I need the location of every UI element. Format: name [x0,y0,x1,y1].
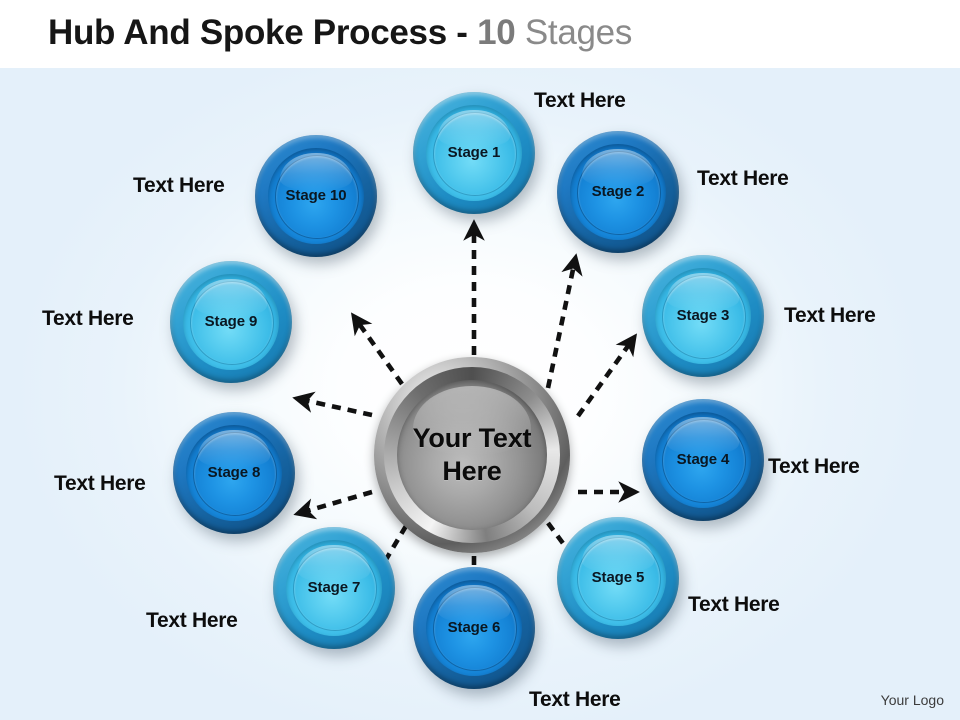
stage-node-gloss [438,109,510,149]
stage-node-label: Stage 6 [447,619,501,637]
callout-label-4: Text Here [768,455,860,478]
stage-node-8[interactable]: Stage 8 [173,412,295,534]
stage-node-gloss [298,544,370,584]
stage-node-label: Stage 10 [285,187,347,205]
stage-node-face: Stage 8 [185,424,283,522]
callout-label-5: Text Here [688,593,780,616]
stage-node-3[interactable]: Stage 3 [642,255,764,377]
hub-label-line-2: Here [442,455,502,486]
stage-node-label: Stage 2 [591,183,645,201]
callout-label-1: Text Here [534,89,626,112]
stage-node-label: Stage 8 [207,464,261,482]
callout-label-9: Text Here [42,307,134,330]
stage-node-face: Stage 5 [569,529,667,627]
callout-label-3: Text Here [784,304,876,327]
stage-node-1[interactable]: Stage 1 [413,92,535,214]
stage-node-label: Stage 3 [676,307,730,325]
arrow-to-stage-2 [545,253,583,389]
stage-node-gloss [667,416,739,456]
stage-node-gloss [438,584,510,624]
title-stage-count: 10 [477,13,516,52]
stage-node-face: Stage 6 [425,579,523,677]
stage-node-7[interactable]: Stage 7 [273,527,395,649]
stage-node-face: Stage 10 [267,147,365,245]
stage-node-gloss [582,534,654,574]
stage-node-face: Stage 3 [654,267,752,365]
stage-node-face: Stage 9 [182,273,280,371]
stage-node-label: Stage 9 [204,313,258,331]
slide-header: Hub And Spoke Process - 10 Stages [0,0,960,68]
stage-node-2[interactable]: Stage 2 [557,131,679,253]
stage-node-face: Stage 2 [569,143,667,241]
stage-node-gloss [582,148,654,188]
diagram-area: Stage 1 Stage 2 Stage 3 Stage 4 Stage 5 Stage… [0,68,960,720]
stage-node-face: Stage 7 [285,539,383,637]
stage-node-label: Stage 4 [676,451,730,469]
stage-node-label: Stage 5 [591,569,645,587]
title-suffix-text: Stages [515,13,633,52]
arrow-to-stage-9 [292,391,373,418]
stage-node-6[interactable]: Stage 6 [413,567,535,689]
stage-node-4[interactable]: Stage 4 [642,399,764,521]
hub-label-line-1: Your Text [412,422,532,453]
callout-label-2: Text Here [697,167,789,190]
arrow-to-stage-10 [350,312,404,386]
stage-node-face: Stage 4 [654,411,752,509]
stage-node-label: Stage 1 [447,144,501,162]
stage-node-gloss [195,278,267,318]
arrow-to-stage-8 [293,489,373,520]
callout-label-6: Text Here [529,688,621,711]
stage-node-9[interactable]: Stage 9 [170,261,292,383]
callout-label-7: Text Here [146,609,238,632]
title-main-text: Hub And Spoke Process - [48,13,478,52]
stage-node-gloss [667,272,739,312]
callout-label-10: Text Here [133,174,225,197]
stage-node-gloss [280,152,352,192]
stage-node-gloss [198,429,270,469]
stage-node-5[interactable]: Stage 5 [557,517,679,639]
callout-label-8: Text Here [54,472,146,495]
stage-node-face: Stage 1 [425,104,523,202]
stage-node-label: Stage 7 [307,579,361,597]
stage-node-10[interactable]: Stage 10 [255,135,377,257]
page-title: Hub And Spoke Process - 10 Stages [48,10,632,56]
arrow-to-stage-3 [576,333,638,418]
footer-logo: Your Logo [880,692,944,708]
